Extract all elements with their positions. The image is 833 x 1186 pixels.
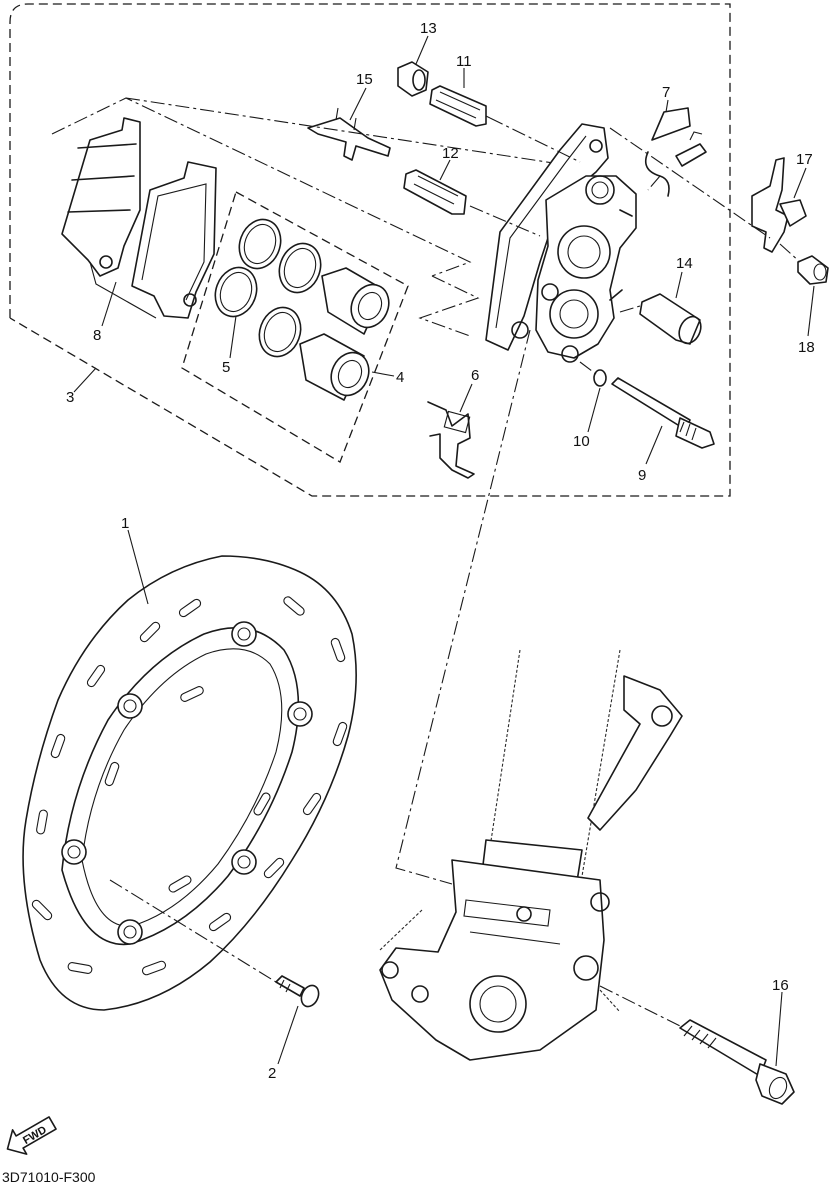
callout-12: 12	[442, 145, 459, 162]
disc-screw	[275, 975, 320, 1008]
callout-labels: 1 2 3 4 5 6 7 8 9 10 11 12 13 14 15 16 1…	[66, 20, 815, 1082]
piston-seals	[214, 218, 322, 358]
callout-9: 9	[638, 467, 646, 484]
brake-disc	[22, 555, 357, 1011]
callout-14: 14	[676, 255, 693, 272]
callout-15: 15	[356, 71, 373, 88]
bolt-18	[797, 255, 829, 285]
pad-support-clip	[427, 401, 475, 479]
pin-12	[403, 169, 467, 215]
pin-11	[429, 85, 491, 127]
callout-6: 6	[471, 367, 479, 384]
pad-group-outline	[51, 97, 561, 337]
pad-spring	[307, 107, 391, 161]
center-lines	[109, 117, 801, 1027]
callout-5: 5	[222, 359, 230, 376]
leader-lines	[73, 35, 815, 1067]
fwd-label: FWD	[21, 1124, 49, 1147]
callout-13: 13	[420, 20, 437, 37]
callout-16: 16	[772, 977, 789, 994]
piston-kit-outline	[181, 191, 409, 463]
bleed-screw	[644, 107, 707, 197]
callout-4: 4	[396, 369, 404, 386]
brake-pad-outer	[61, 117, 141, 277]
pin-14	[639, 293, 702, 345]
brake-pad-inner	[131, 161, 217, 319]
bracket-17	[751, 157, 807, 253]
front-fork-leg	[379, 649, 683, 1061]
callout-17: 17	[796, 151, 813, 168]
callout-7: 7	[662, 84, 670, 101]
pad-leader-box	[89, 261, 157, 319]
callout-8: 8	[93, 327, 101, 344]
drawing-code: 3D71010-F300	[2, 1169, 96, 1185]
caliper-body	[485, 123, 637, 363]
pin-13	[397, 61, 429, 97]
fwd-direction-arrow: FWD	[6, 1116, 57, 1155]
bolt-9	[611, 377, 715, 449]
callout-11: 11	[456, 53, 472, 70]
callout-2: 2	[268, 1065, 276, 1082]
bolt-16	[679, 1019, 795, 1105]
callout-3: 3	[66, 389, 74, 406]
callout-18: 18	[798, 339, 815, 356]
callout-1: 1	[121, 515, 129, 532]
callout-10: 10	[573, 433, 590, 450]
pistons	[299, 267, 390, 401]
caliper-assembly-outline	[9, 3, 731, 497]
washer-10	[593, 369, 607, 387]
